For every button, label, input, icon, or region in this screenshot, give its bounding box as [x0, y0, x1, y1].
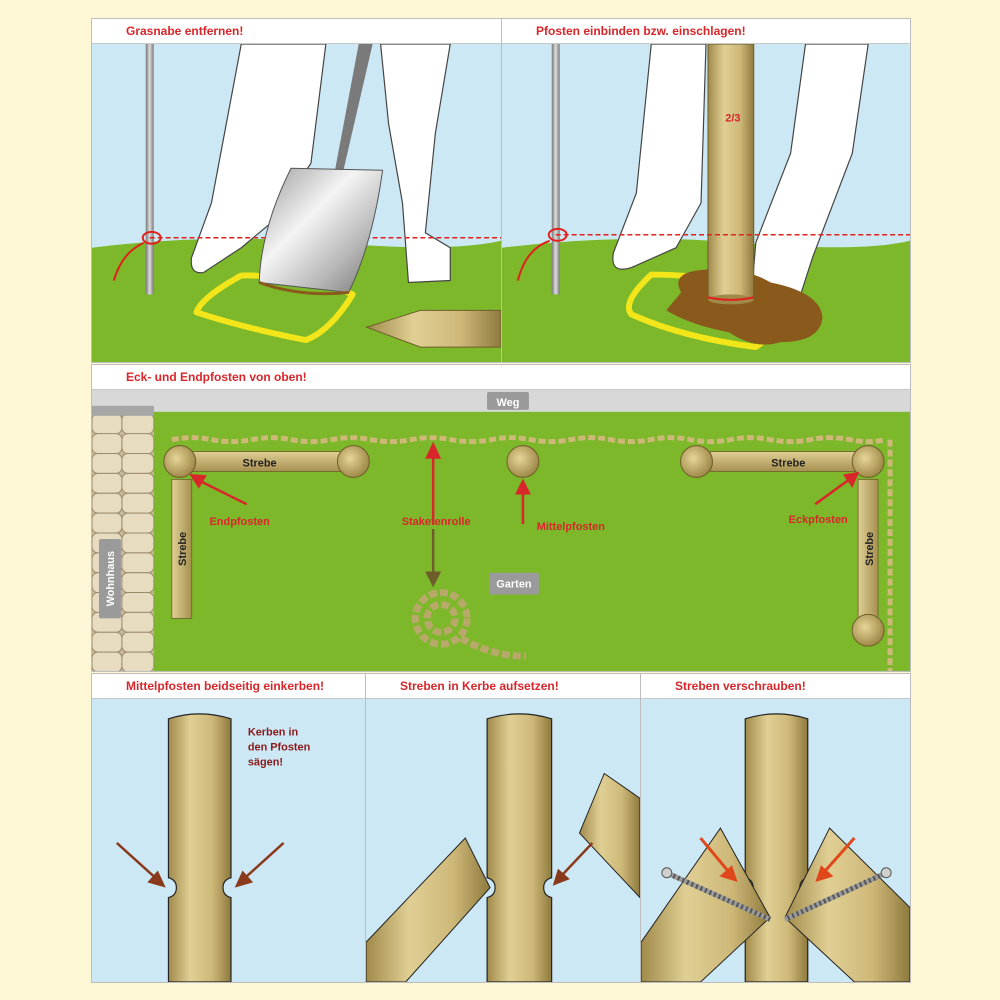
- picket-chain: [171, 435, 886, 445]
- brace-post-right: [680, 445, 713, 478]
- illustration-set-post: 2/3: [502, 44, 910, 362]
- panel-title: Streben in Kerbe aufsetzen!: [366, 674, 640, 699]
- house-wall: [92, 405, 155, 671]
- panel-title: Grasnabe entfernen!: [92, 19, 501, 44]
- house-label: Wohnhaus: [105, 551, 117, 607]
- illustration-notch-post: Kerben in den Pfosten sägen!: [92, 699, 365, 982]
- brace-post-left: [336, 445, 370, 478]
- left-leg: [612, 44, 707, 270]
- panel-step-remove-turf: Grasnabe entfernen!: [91, 18, 502, 363]
- middle-post: [744, 713, 809, 982]
- brace-left: [366, 837, 491, 982]
- illustration-plan: Weg: [92, 390, 910, 671]
- threaded-rod: [145, 44, 154, 295]
- picket-roll: [411, 589, 526, 660]
- panel-plan-view: Eck- und Endpfosten von oben! Weg: [91, 364, 911, 672]
- illustration-remove-turf: [92, 44, 501, 362]
- panel-step-set-post: Pfosten einbinden bzw. einschlagen! 2/3: [501, 18, 911, 363]
- end-post-label: Endpfosten: [209, 516, 269, 528]
- middle-post: [486, 713, 553, 982]
- brace-label: Strebe: [771, 457, 805, 469]
- fence-post: [707, 44, 755, 301]
- panel-step-fit-braces: Streben in Kerbe aufsetzen!: [365, 673, 641, 983]
- note-line-2: den Pfosten: [248, 742, 310, 754]
- brace-label: Strebe: [864, 532, 876, 566]
- panel-title: Streben verschrauben!: [641, 674, 910, 699]
- panel-step-screw-braces: Streben verschrauben!: [640, 673, 911, 983]
- threaded-rod: [551, 44, 560, 295]
- spade-handle: [334, 44, 373, 174]
- middle-post-label: Mittelpfosten: [537, 521, 605, 533]
- panel-title: Pfosten einbinden bzw. einschlagen!: [502, 19, 910, 44]
- screw-right: [783, 867, 892, 922]
- brace-left-vertical: [171, 478, 193, 619]
- path-label: Weg: [497, 397, 520, 409]
- end-post: [163, 445, 197, 478]
- screw-left: [661, 867, 772, 922]
- brace-right: [784, 827, 910, 982]
- corner-post: [851, 445, 885, 478]
- corner-post-label: Eckpfosten: [789, 514, 848, 526]
- panel-title: Mittelpfosten beidseitig einkerben!: [92, 674, 365, 699]
- pointed-post: [365, 309, 501, 348]
- illustration-fit-braces: [366, 699, 640, 982]
- picket-roll-label: Staketenrolle: [402, 516, 471, 528]
- brace-label: Strebe: [177, 532, 189, 566]
- note-line-3: sägen!: [248, 757, 283, 769]
- soil-mound: [666, 269, 823, 345]
- garden-label: Garten: [496, 579, 531, 591]
- panel-title: Eck- und Endpfosten von oben!: [92, 365, 910, 390]
- note-line-1: Kerben in: [248, 727, 298, 739]
- middle-post: [167, 713, 232, 982]
- spade-blade: [258, 167, 384, 293]
- illustration-screw-braces: [641, 699, 910, 982]
- brace-right: [578, 772, 640, 899]
- right-leg: [379, 44, 451, 284]
- brace-post-bottom: [851, 613, 885, 647]
- brace-label: Strebe: [243, 457, 277, 469]
- depth-label: 2/3: [725, 113, 740, 125]
- panel-step-notch-post: Mittelpfosten beidseitig einkerben! Kerb…: [91, 673, 366, 983]
- middle-post: [506, 445, 540, 478]
